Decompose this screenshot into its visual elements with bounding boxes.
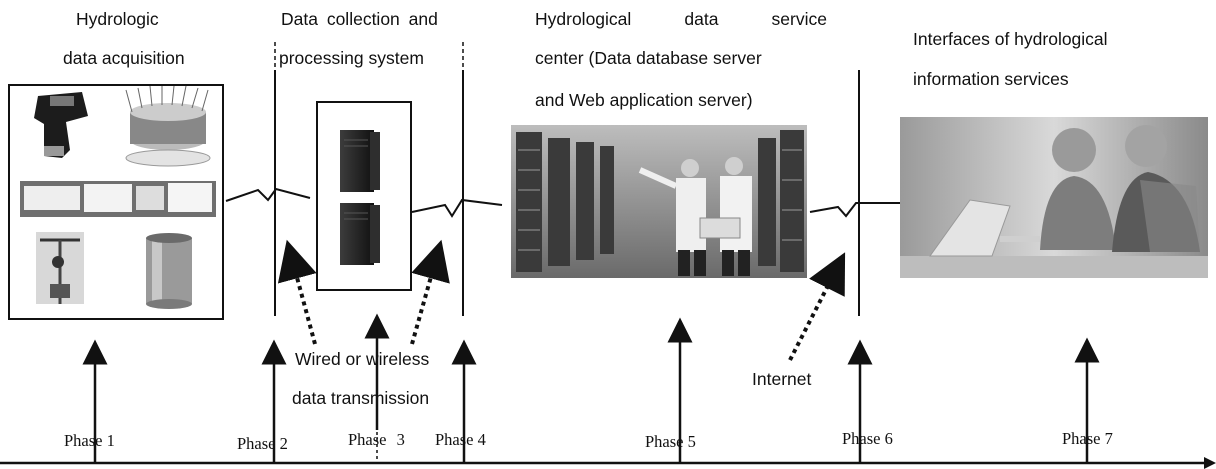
heading-collection-line1: Data collection and bbox=[281, 9, 438, 29]
phase-4-label: Phase 4 bbox=[435, 430, 486, 449]
dotted-arrow-right bbox=[410, 239, 450, 345]
weather-station-image bbox=[36, 232, 84, 304]
link-center-to-interfaces bbox=[809, 202, 900, 218]
dotted-arrow-internet bbox=[788, 252, 846, 361]
phase-6-label: Phase 6 bbox=[842, 429, 893, 448]
heading-acquisition-line2: data acquisition bbox=[63, 48, 185, 68]
heading-interfaces-line1: Interfaces of hydrological bbox=[913, 29, 1108, 49]
heading-interfaces-line2: information services bbox=[913, 69, 1069, 89]
link-collection-to-center bbox=[411, 198, 503, 218]
heading-service-line1: Hydrological data service bbox=[535, 9, 827, 29]
phase-5-label: Phase 5 bbox=[645, 432, 696, 451]
phase-arrows bbox=[82, 313, 1100, 463]
heading-service-line2: center (Data database server bbox=[535, 48, 762, 68]
users-figures bbox=[1040, 125, 1200, 252]
dotted-arrow-left bbox=[277, 239, 317, 345]
cylinder-gauge-image bbox=[146, 233, 192, 309]
link-acquisition-to-collection bbox=[225, 187, 311, 202]
laptop-image bbox=[929, 199, 1040, 257]
technicians-figures bbox=[638, 157, 752, 276]
server-tower-top-image bbox=[340, 130, 380, 192]
rain-gauge-image bbox=[125, 85, 211, 167]
panel-servers bbox=[316, 101, 412, 291]
phase-1-label: Phase 1 bbox=[64, 431, 115, 450]
timeline-axis bbox=[0, 457, 1216, 469]
handheld-meter-image bbox=[34, 92, 88, 158]
label-internet: Internet bbox=[752, 369, 812, 389]
heading-collection-line2: processing system bbox=[279, 48, 424, 68]
heading-acquisition-line1: Hydrologic bbox=[76, 9, 159, 29]
panel-acquisition-instruments bbox=[8, 84, 224, 320]
link-lines bbox=[225, 187, 900, 218]
label-transmission-line2: data transmission bbox=[292, 388, 430, 408]
server-tower-bottom-image bbox=[340, 203, 380, 265]
heading-service-line3: and Web application server) bbox=[535, 90, 753, 110]
panel-data-center-photo bbox=[511, 125, 807, 278]
panel-office-photo bbox=[900, 117, 1208, 278]
instrument-rack-image bbox=[20, 181, 216, 217]
label-transmission-line1: Wired or wireless bbox=[295, 346, 430, 372]
